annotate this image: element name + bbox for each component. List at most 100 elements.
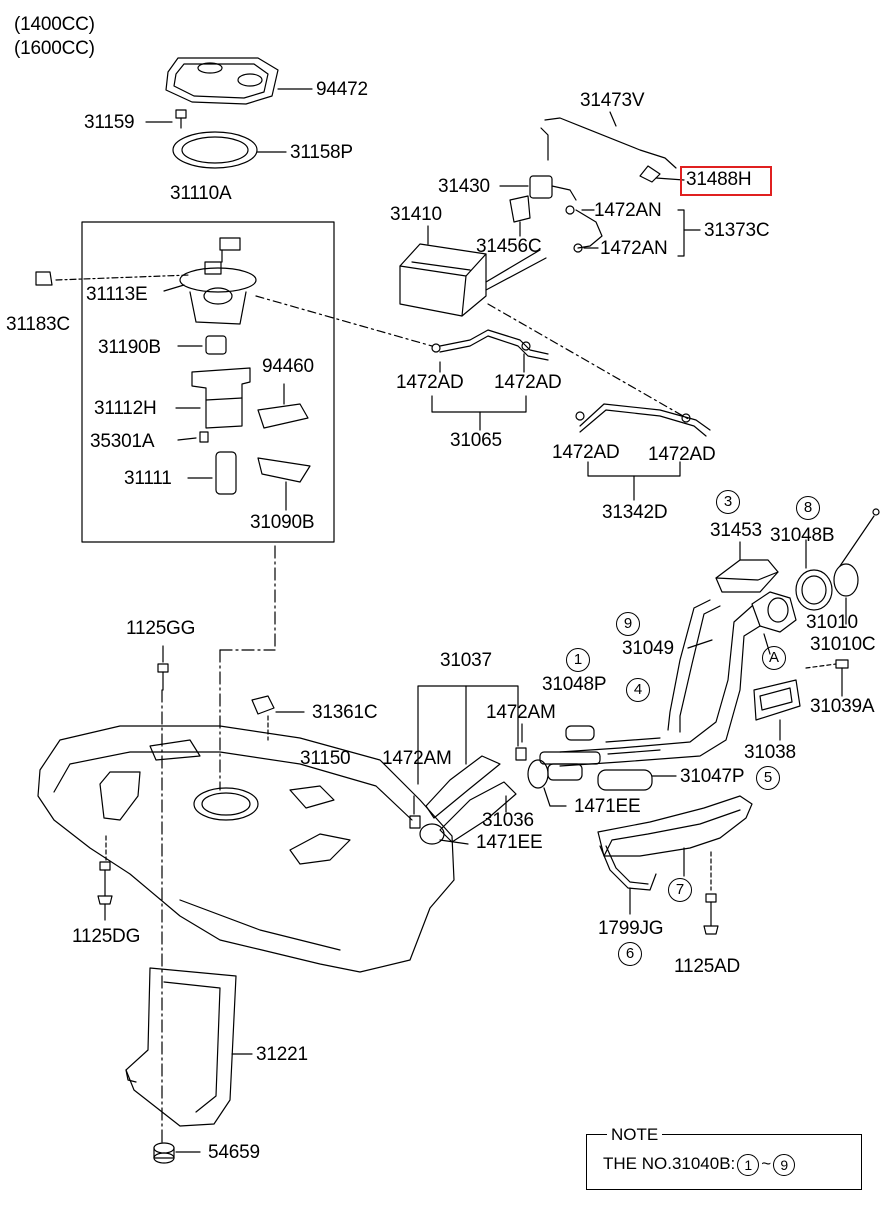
part-label-35301A[interactable]: 35301A bbox=[90, 431, 155, 452]
part-label-1472AM-1[interactable]: 1472AM bbox=[486, 702, 556, 723]
callout-A: A bbox=[762, 646, 786, 670]
part-label-1125DG[interactable]: 1125DG bbox=[72, 926, 141, 947]
callout-4: 4 bbox=[626, 678, 650, 702]
part-label-31373C[interactable]: 31373C bbox=[704, 220, 770, 241]
part-label-31090B[interactable]: 31090B bbox=[250, 512, 315, 533]
part-label-31113E[interactable]: 31113E bbox=[86, 284, 148, 305]
note-range-end: 9 bbox=[773, 1153, 796, 1176]
part-label-31038[interactable]: 31038 bbox=[744, 742, 796, 763]
clamps-1471EE bbox=[419, 759, 567, 845]
part-label-1472AD-3[interactable]: 1472AD bbox=[552, 442, 620, 463]
callout-6: 6 bbox=[618, 942, 642, 966]
hoses-31037-31036 bbox=[409, 685, 527, 843]
callout-8: 8 bbox=[796, 496, 820, 520]
part-label-31048P[interactable]: 31048P bbox=[542, 674, 607, 695]
hose-31373C bbox=[565, 205, 701, 257]
part-label-1472AN-2[interactable]: 1472AN bbox=[600, 238, 668, 259]
bolt-31039A bbox=[805, 659, 849, 697]
part-label-31430[interactable]: 31430 bbox=[438, 176, 490, 197]
bracket-31453 bbox=[715, 541, 779, 593]
part-label-31342D[interactable]: 31342D bbox=[602, 502, 668, 523]
note-prefix: THE NO.31040B: bbox=[603, 1154, 736, 1173]
plate-31158P bbox=[172, 131, 287, 169]
strap-1799JG bbox=[599, 845, 657, 915]
vapor-tube-31065 bbox=[431, 329, 549, 431]
engine-variant-1: (1400CC) bbox=[14, 14, 95, 35]
part-label-31150[interactable]: 31150 bbox=[300, 748, 351, 769]
clip-31361C bbox=[251, 695, 305, 741]
part-label-31039A[interactable]: 31039A bbox=[810, 696, 875, 717]
part-label-31453[interactable]: 31453 bbox=[710, 520, 762, 541]
bolt-1125DG bbox=[97, 861, 113, 921]
part-label-31112H[interactable]: 31112H bbox=[94, 398, 157, 419]
note-range-start: 1 bbox=[737, 1153, 760, 1176]
part-label-31049[interactable]: 31049 bbox=[622, 638, 674, 659]
part-label-31010[interactable]: 31010 bbox=[806, 612, 858, 633]
nut-54659 bbox=[153, 1142, 201, 1164]
part-label-31361C[interactable]: 31361C bbox=[312, 702, 378, 723]
callout-1: 1 bbox=[566, 648, 590, 672]
callout-3: 3 bbox=[716, 490, 740, 514]
bolt-1125GG bbox=[157, 645, 169, 691]
part-label-1125AD[interactable]: 1125AD bbox=[674, 956, 741, 977]
part-label-31048B[interactable]: 31048B bbox=[770, 525, 835, 546]
part-label-31488H[interactable]: 31488H bbox=[686, 169, 752, 190]
highlight-box bbox=[680, 166, 772, 196]
part-label-31159[interactable]: 31159 bbox=[84, 112, 135, 133]
filler-neck-31048B bbox=[795, 539, 833, 611]
vapor-tube-31342D bbox=[575, 403, 711, 501]
pump-module-parts bbox=[35, 237, 311, 511]
part-label-94472[interactable]: 94472 bbox=[316, 79, 368, 100]
part-label-31221[interactable]: 31221 bbox=[256, 1044, 308, 1065]
protector-31221 bbox=[125, 967, 253, 1127]
part-label-31010C[interactable]: 31010C bbox=[810, 634, 876, 655]
part-label-31158P[interactable]: 31158P bbox=[290, 142, 353, 163]
screw-31159 bbox=[145, 109, 187, 129]
callout-7: 7 bbox=[668, 878, 692, 902]
part-label-31047P[interactable]: 31047P bbox=[680, 766, 745, 787]
bolt-1125AD bbox=[703, 851, 719, 935]
part-label-1472AD-1[interactable]: 1472AD bbox=[396, 372, 464, 393]
part-label-1471EE-1[interactable]: 1471EE bbox=[574, 796, 641, 817]
part-label-31410[interactable]: 31410 bbox=[390, 204, 442, 225]
pump-module-box bbox=[81, 221, 335, 543]
part-label-31037[interactable]: 31037 bbox=[440, 650, 492, 671]
note-text: THE NO.31040B:1~9 bbox=[603, 1153, 797, 1176]
note-title: NOTE bbox=[607, 1125, 663, 1145]
hose-31047P bbox=[597, 769, 677, 791]
part-label-54659[interactable]: 54659 bbox=[208, 1142, 260, 1163]
note-box: NOTE THE NO.31040B:1~9 bbox=[586, 1125, 862, 1190]
pipe-31048P bbox=[539, 725, 601, 781]
part-label-1472AD-2[interactable]: 1472AD bbox=[494, 372, 562, 393]
part-label-31190B[interactable]: 31190B bbox=[98, 337, 161, 358]
part-label-31110A[interactable]: 31110A bbox=[170, 183, 232, 204]
part-label-1472AN-1[interactable]: 1472AN bbox=[594, 200, 662, 221]
engine-variant-2: (1600CC) bbox=[14, 38, 95, 59]
note-range-sep: ~ bbox=[761, 1154, 772, 1173]
part-label-1125GG[interactable]: 1125GG bbox=[126, 618, 196, 639]
part-label-94460[interactable]: 94460 bbox=[262, 356, 314, 377]
valve-31430 bbox=[499, 175, 577, 237]
callout-5: 5 bbox=[756, 766, 780, 790]
part-label-31473V[interactable]: 31473V bbox=[580, 90, 645, 111]
part-label-31036[interactable]: 31036 bbox=[482, 810, 534, 831]
callout-9: 9 bbox=[616, 612, 640, 636]
part-label-31111[interactable]: 31111 bbox=[124, 468, 172, 489]
protector-31221-right bbox=[597, 795, 753, 877]
canister-31410 bbox=[399, 225, 547, 317]
pump-cover-94472 bbox=[165, 57, 313, 105]
part-label-1799JG[interactable]: 1799JG bbox=[598, 918, 664, 939]
gasket-31038 bbox=[753, 679, 801, 741]
vent-hose-31473V bbox=[540, 111, 685, 183]
fuel-cap-31010 bbox=[833, 508, 880, 625]
part-label-31456C[interactable]: 31456C bbox=[476, 236, 542, 257]
fuel-tank-31150 bbox=[37, 725, 455, 973]
part-label-31183C[interactable]: 31183C bbox=[6, 314, 70, 335]
filler-pipe-31040B bbox=[559, 591, 797, 767]
part-label-1472AM-2[interactable]: 1472AM bbox=[382, 748, 452, 769]
part-label-31065[interactable]: 31065 bbox=[450, 430, 502, 451]
part-label-1472AD-4[interactable]: 1472AD bbox=[648, 444, 716, 465]
part-label-1471EE-2[interactable]: 1471EE bbox=[476, 832, 543, 853]
